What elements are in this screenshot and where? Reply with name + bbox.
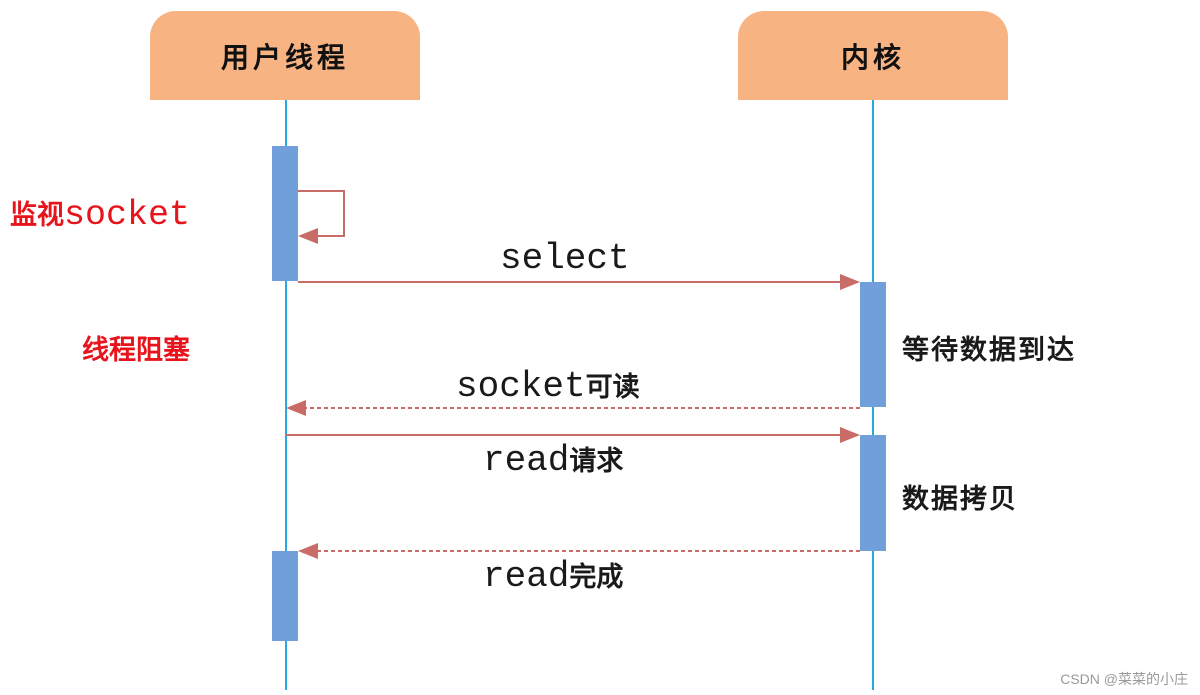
- activation-user-1: [272, 146, 298, 281]
- participant-kernel-label: 内核: [840, 40, 905, 74]
- watermark: CSDN @菜菜的小庄: [1060, 671, 1188, 687]
- message-socket-readable-label: socket可读: [456, 365, 640, 407]
- message-read-request-label: read请求: [483, 439, 623, 481]
- label-monitor-cjk: 监视: [10, 200, 64, 231]
- message-read-done-mono: read: [483, 556, 570, 597]
- kernel-note-copy-data: 数据拷贝: [902, 484, 1018, 515]
- kernel-note-wait-data: 等待数据到达: [902, 335, 1076, 366]
- message-read-request-mono: read: [483, 440, 570, 481]
- participant-kernel: 内核: [738, 11, 1008, 100]
- activation-user-2: [272, 551, 298, 641]
- message-read-done-label: read完成: [483, 555, 623, 597]
- message-socket-readable-cjk: 可读: [585, 372, 640, 403]
- label-monitor-mono: socket: [64, 195, 191, 235]
- message-socket-readable-mono: socket: [456, 366, 586, 407]
- activation-kernel-2: [860, 435, 886, 551]
- activation-kernel-1: [860, 282, 886, 407]
- message-read-done-cjk: 完成: [569, 562, 624, 593]
- participant-user-thread: 用户线程: [150, 11, 420, 100]
- label-thread-blocked: 线程阻塞: [82, 335, 190, 366]
- message-read-request-cjk: 请求: [569, 446, 624, 477]
- self-message-arrow: [298, 190, 345, 244]
- label-monitor-socket: 监视socket: [10, 193, 190, 235]
- message-select-label: select: [500, 238, 630, 279]
- participant-user-thread-label: 用户线程: [220, 40, 349, 74]
